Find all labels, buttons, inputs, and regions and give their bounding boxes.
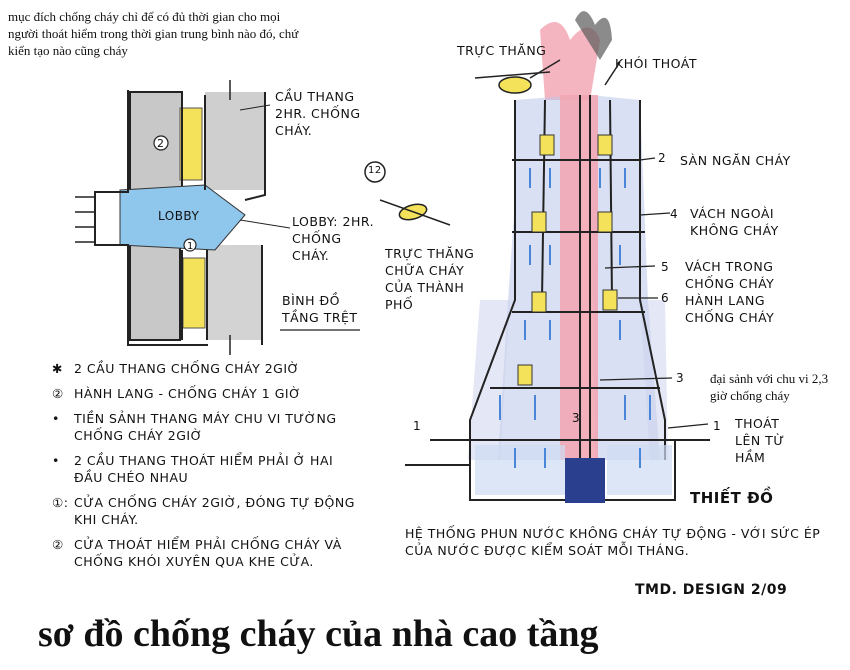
intro-note: mục đích chống cháy chỉ để có đủ thời gi…: [8, 8, 308, 59]
legend-text: TIỀN SẢNH THANG MÁY CHU VI TƯỜNG CHỐNG C…: [74, 410, 362, 444]
legend-marker: •: [52, 410, 68, 444]
section-title: THIẾT ĐỒ: [690, 490, 773, 507]
num-1b: 1: [713, 418, 721, 435]
legend-text: 2 CẦU THANG CHỐNG CHÁY 2GIỜ: [74, 360, 299, 377]
num-4: 4: [670, 206, 678, 223]
legend-item: •TIỀN SẢNH THANG MÁY CHU VI TƯỜNG CHỐNG …: [52, 410, 362, 444]
plan-title: BÌNH ĐỒ TẦNG TRỆT: [282, 292, 367, 326]
label-6: HÀNH LANG CHỐNG CHÁY: [685, 292, 815, 326]
plan-mark-2: 2: [157, 135, 165, 152]
label-3: đại sảnh với chu vi 2,3 giờ chống cháy: [710, 370, 845, 404]
legend-item: •2 CẦU THANG THOÁT HIỂM PHẢI Ở HAI ĐẦU C…: [52, 452, 362, 486]
legend-text: 2 CẦU THANG THOÁT HIỂM PHẢI Ở HAI ĐẦU CH…: [74, 452, 362, 486]
legend-text: CỬA THOÁT HIỂM PHẢI CHỐNG CHÁY VÀ CHỐNG …: [74, 536, 362, 570]
legend-item: ② HÀNH LANG - CHỐNG CHÁY 1 GIỜ: [52, 385, 362, 402]
legend-item: ①:CỬA CHỐNG CHÁY 2GIỜ, ĐÓNG TỰ ĐỘNG KHI …: [52, 494, 362, 528]
label-1: THOÁT LÊN TỪ HẦM: [735, 415, 805, 466]
legend-text: HÀNH LANG - CHỐNG CHÁY 1 GIỜ: [74, 385, 301, 402]
legend-item: ✱ 2 CẦU THANG CHỐNG CHÁY 2GIỜ: [52, 360, 362, 377]
legend-list: ✱ 2 CẦU THANG CHỐNG CHÁY 2GIỜ ② HÀNH LANG -…: [52, 360, 362, 578]
signature: TMD. DESIGN 2/09: [635, 582, 787, 599]
legend-text: CỬA CHỐNG CHÁY 2GIỜ, ĐÓNG TỰ ĐỘNG KHI CH…: [74, 494, 362, 528]
legend-marker: ✱: [52, 360, 68, 377]
label-4: VÁCH NGOÀI KHÔNG CHÁY: [690, 205, 820, 239]
legend-marker: ②: [52, 385, 68, 402]
legend-marker: ②: [52, 536, 68, 570]
num-5: 5: [661, 259, 669, 276]
num-2: 2: [658, 150, 666, 167]
num-6: 6: [661, 290, 669, 307]
lobby-label: LOBBY: [158, 208, 199, 225]
num-3: 3: [676, 370, 684, 387]
num-3b: 3: [572, 410, 580, 427]
plan-mark-1: 1: [187, 238, 194, 255]
helicopter-top-label: TRỰC THĂNG: [457, 42, 546, 59]
stair-label: CẦU THANG 2HR. CHỐNG CHÁY.: [275, 88, 365, 139]
label-2: SÀN NGĂN CHÁY: [680, 152, 791, 169]
label-5: VÁCH TRONG CHỐNG CHÁY: [685, 258, 815, 292]
main-title: sơ đồ chống cháy của nhà cao tầng: [38, 612, 599, 656]
num-1: 1: [413, 418, 421, 435]
lobby-note: LOBBY: 2HR. CHỐNG CHÁY.: [292, 213, 377, 264]
legend-marker: •: [52, 452, 68, 486]
legend-marker: ①:: [52, 494, 68, 528]
num-12: 12: [368, 162, 382, 179]
smoke-exit-label: KHÓI THOÁT: [615, 55, 697, 72]
heli-note: TRỰC THĂNG CHỮA CHÁY CỦA THÀNH PHỐ: [385, 245, 495, 313]
sprinkler-note: HỆ THỐNG PHUN NƯỚC KHÔNG CHÁY TỰ ĐỘNG - …: [405, 525, 825, 559]
